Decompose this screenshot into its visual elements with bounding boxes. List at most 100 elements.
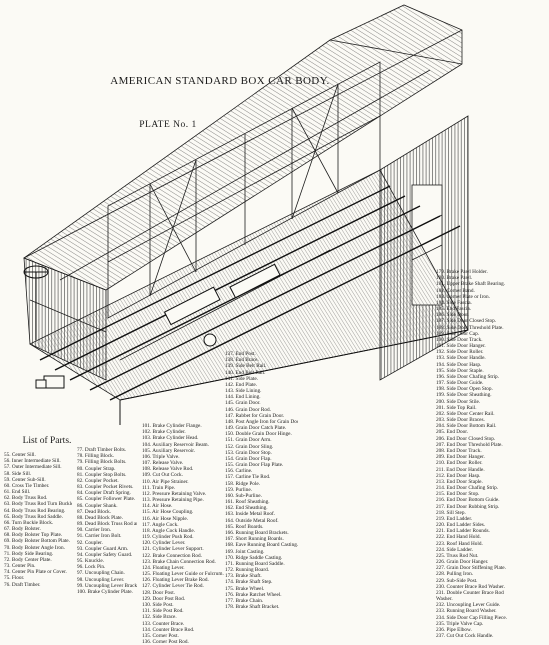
part-entry: 217. End Door Rubbing Strip. xyxy=(436,503,500,510)
part-entry: 71. Body Side Bearing. xyxy=(4,550,54,557)
parts-list-col-1: 55. Center Sill.56. Inner Intermediate S… xyxy=(4,452,72,588)
parts-list-col-4: 137. End Post.138. End Brace.139. Side B… xyxy=(225,351,298,610)
brake-wheel xyxy=(23,265,49,340)
part-entry: 128. Door Post. xyxy=(142,589,175,596)
part-entry: 164. Outside Metal Roof. xyxy=(225,517,279,524)
part-entry: 64. Body Truss Rod Bearing. xyxy=(4,507,66,514)
part-entry: 127. Cylinder Lever Tie Rod. xyxy=(142,583,204,590)
part-entry: 111. Train Pipe. xyxy=(142,484,176,491)
part-entry: 118. Angle Cock Handle. xyxy=(142,527,196,534)
part-entry: 171. Running Board Saddle. xyxy=(225,560,285,567)
part-entry: 94. Coupler Safety Guard. xyxy=(77,551,133,558)
part-entry: 214. End Door Chafing Strip. xyxy=(436,485,499,492)
part-entry: 125. Floating Lever Guide or Fulcrum. xyxy=(142,571,224,578)
part-entry: 163. Inside Metal Roof. xyxy=(225,511,276,518)
part-entry: 82. Coupler Pocket. xyxy=(77,477,119,484)
part-entry: 210. End Door Roller. xyxy=(436,460,483,467)
part-entry: 223. Roof Hand Hold. xyxy=(436,540,483,547)
part-entry: 189. Side Door Cap. xyxy=(436,330,480,337)
part-entry: 121. Cylinder Lever Support. xyxy=(142,546,204,553)
part-entry: 224. Side Ladder. xyxy=(436,546,474,553)
part-entry: 112. Pressure Retaining Valve. xyxy=(142,490,207,497)
part-entry: 59. Center Sub-Sill. xyxy=(4,476,46,483)
part-entry: 139. Side Belt Rail. xyxy=(225,363,267,370)
part-entry: 99. Uncoupling Lever Bracket. xyxy=(77,582,137,589)
part-entry: 75. Floor. xyxy=(4,575,25,582)
part-entry: 124. Floating Lever. xyxy=(142,564,185,571)
part-entry: 155. Grain Door Flap Plate. xyxy=(225,462,284,469)
part-entry: 185. End Fascia. xyxy=(436,306,471,313)
part-entry: 175. Brake Wheel. xyxy=(225,585,265,592)
part-entry: 57. Outer Intermediate Sill. xyxy=(4,464,62,471)
part-entry: 103. Brake Cylinder Head. xyxy=(142,435,199,442)
part-entry: 165. Roof Boards. xyxy=(225,523,264,530)
part-entry: 226. Grain Door Hanger. xyxy=(436,559,489,566)
part-entry: 158. Ridge Pole. xyxy=(225,480,260,487)
part-entry: 69. Body Bolster Bottom Plate. xyxy=(4,538,70,545)
part-entry: 58. Side Sill. xyxy=(4,470,32,477)
part-entry: Washer. xyxy=(436,596,453,603)
part-entry: 156. Carline. xyxy=(225,468,253,475)
part-entry: 162. End Sheathing. xyxy=(225,505,268,512)
part-entry: 147. Rabbet for Grain Door. xyxy=(225,412,285,419)
part-entry: 92. Coupler. xyxy=(77,539,103,546)
part-entry: 170. Ridge Saddle Casting. xyxy=(225,554,283,561)
part-entry: 119. Cylinder Push Rod. xyxy=(142,534,194,541)
part-entry: 153. Grain Door Stop. xyxy=(225,449,272,456)
part-entry: 180. Brake Pawl. xyxy=(436,275,473,282)
part-entry: 151. Grain Door Arm. xyxy=(225,437,272,444)
part-entry: 169. Joint Casting. xyxy=(225,548,265,555)
part-entry: 193. Side Door Handle. xyxy=(436,355,486,362)
part-entry: 144. End Lining. xyxy=(225,394,261,401)
part-entry: 173. Brake Shaft. xyxy=(225,573,262,580)
part-entry: 89. Dead Block Truss Rod and Nut. xyxy=(77,521,137,528)
part-entry: 77. Draft Timber Bolts. xyxy=(77,447,127,453)
part-entry: 152. Grain Door Sling. xyxy=(225,443,274,450)
part-entry: 186. Side Door. xyxy=(436,312,469,319)
part-entry: 160. Sub-Purline. xyxy=(225,492,262,499)
part-entry: 228. Pulling Iron. xyxy=(436,571,474,578)
part-entry: 168. Eave Running Board Casting. xyxy=(225,542,298,549)
part-entry: 101. Brake Cylinder Flange. xyxy=(142,423,202,429)
part-entry: 73. Center Pin. xyxy=(4,563,36,570)
part-entry: 198. Side Door Open Stop. xyxy=(436,386,493,393)
part-entry: 79. Filling Block Bolts. xyxy=(77,459,127,466)
part-entry: 109. Cut Out Cock. xyxy=(142,472,183,479)
part-entry: 166. Running Board Brackets. xyxy=(225,529,289,536)
part-entry: 221. End Ladder Rounds. xyxy=(436,528,490,535)
part-entry: 222. End Hand Hold. xyxy=(436,534,481,541)
part-entry: 182. Corner Band. xyxy=(436,287,475,294)
part-entry: 188. Side Door Threshold Plate. xyxy=(436,324,504,331)
part-entry: 201. Side Top Rail. xyxy=(436,404,477,411)
part-entry: 181. Upper Brake Shaft Bearing. xyxy=(436,281,506,288)
part-entry: 56. Inner Intermediate Sill. xyxy=(4,458,61,465)
part-entry: 120. Cylinder Lever. xyxy=(142,540,186,547)
part-entry: 213. End Door Staple. xyxy=(436,478,483,485)
part-entry: 93. Coupler Guard Arm. xyxy=(77,545,129,552)
part-entry: 142. End Plate. xyxy=(225,381,258,388)
part-entry: 176. Brake Ratchet Wheel. xyxy=(225,591,282,598)
part-entry: 183. Corner Plate or Iron. xyxy=(436,293,490,300)
part-entry: 154. Grain Door Flap. xyxy=(225,455,272,462)
part-entry: 123. Brake Chain Connection Rod. xyxy=(142,558,216,565)
part-entry: 117. Angle Cock. xyxy=(142,521,179,528)
part-entry: 129. Door Post Rod. xyxy=(142,595,186,602)
part-entry: 100. Brake Cylinder Plate. xyxy=(77,588,133,595)
part-entry: 145. Grain Door. xyxy=(225,400,261,407)
part-entry: 136. Corner Post Rod. xyxy=(142,639,189,645)
part-entry: 122. Brake Connection Rod. xyxy=(142,552,202,559)
part-entry: 76. Draft Timber. xyxy=(4,581,41,588)
part-entry: 216. End Door Bottom Guide. xyxy=(436,497,500,504)
part-entry: 98. Uncoupling Lever. xyxy=(77,576,125,583)
part-entry: 225. Truss Rod Nut. xyxy=(436,552,479,559)
box-car-body-drawing xyxy=(23,4,469,425)
part-entry: 237. Cut Out Cock Handle. xyxy=(436,633,494,640)
part-entry: 141. Side Plate. xyxy=(225,375,258,382)
part-entry: 157. Carline Tie Rod. xyxy=(225,474,271,481)
part-entry: 87. Dead Block. xyxy=(77,508,112,515)
part-entry: 86. Coupler Shank. xyxy=(77,502,118,509)
part-entry: 195. Side Door Staple. xyxy=(436,367,484,374)
part-entry: 229. Sub-Side Post. xyxy=(436,577,478,584)
part-entry: 60. Cross Tie Timber. xyxy=(4,482,50,489)
part-entry: 179. Brake Pawl Holder. xyxy=(436,269,488,275)
